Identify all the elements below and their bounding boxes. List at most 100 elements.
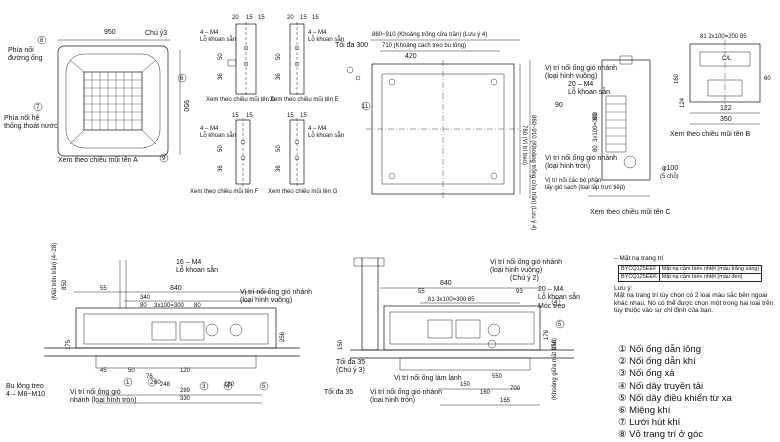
plan-callout-11: 11 xyxy=(362,104,369,110)
svg-text:3x100=300: 3x100=300 xyxy=(154,303,185,309)
table-cell: BYCQ125EEF xyxy=(618,264,660,274)
note-text: Mặt nạ trang trí tùy chọn có 2 loại màu … xyxy=(614,292,774,315)
front-left-callout-4: 4 xyxy=(226,384,230,390)
side-grille xyxy=(606,103,626,145)
front-left-248: 248 xyxy=(160,382,171,388)
front-right-160: 160 xyxy=(480,390,491,396)
front-right-view: Vị trí nối ống gió nhánh(loại hình vuông… xyxy=(324,257,580,406)
svg-text:3x100=300: 3x100=300 xyxy=(593,111,599,142)
front-left-50: 50 xyxy=(128,368,135,374)
front-left-330: 330 xyxy=(180,396,191,402)
view-b-cl: C/L xyxy=(722,56,732,62)
legend-item: ④ Nối dây truyền tải xyxy=(618,380,704,392)
front-right-150: 150 xyxy=(338,339,344,350)
plan-dia5: (5 chỗ) xyxy=(660,173,679,180)
svg-text:36: 36 xyxy=(218,165,224,172)
legend-item: ⑤ Nối dây điều khiển từ xa xyxy=(618,392,732,404)
front-right-550: 550 xyxy=(492,374,503,380)
callout-7: 7 xyxy=(36,105,40,111)
view-b-124: 124 xyxy=(680,97,686,108)
plan-branch-square: Vị trí nối ống gió nhánh(loại hình vuông… xyxy=(545,63,617,80)
view-d-hole: Lỗ khoan sẵn xyxy=(200,36,236,43)
svg-text:840: 840 xyxy=(170,285,182,292)
svg-text:15: 15 xyxy=(246,15,253,21)
svg-text:50: 50 xyxy=(276,145,282,152)
plan-view: 860~910 (Khoảng trống cửa trần) (Lưu ý 4… xyxy=(335,31,679,230)
svg-text:15: 15 xyxy=(232,113,239,119)
front-right-hole: Lỗ khoan sẵn xyxy=(538,292,580,301)
callout-9: 9 xyxy=(162,156,166,162)
svg-text:15: 15 xyxy=(312,15,319,21)
dim-950-side: 950 xyxy=(182,100,189,112)
legend-item: ③ Nối ống xả xyxy=(618,368,675,380)
caption-view-f: Xem theo chiều mũi tên F xyxy=(190,189,259,195)
front-left-callout-1: 1 xyxy=(126,380,130,386)
caption-view-g: Xem theo chiều mũi tên G xyxy=(268,189,338,195)
legend: ① Nối ống dẫn lỏng ② Nối ống dẫn khí ③ N… xyxy=(618,344,732,442)
svg-text:50: 50 xyxy=(218,53,224,60)
svg-text:15: 15 xyxy=(258,15,265,21)
front-right-branch-square: Vị trí nối ống gió nhánh(loại hình vuông… xyxy=(490,257,562,274)
caption-view-a: Xem theo chiều mũi tên A xyxy=(58,155,138,164)
svg-text:15: 15 xyxy=(300,113,307,119)
svg-text:36: 36 xyxy=(276,73,282,80)
view-g-hole: Lỗ khoan sẵn xyxy=(308,132,344,139)
legend-item: ② Nối ống dẫn khí xyxy=(618,356,696,368)
front-left-bolt: 16 – M4 xyxy=(176,259,201,266)
front-left-289: 289 xyxy=(180,388,191,394)
svg-text:36: 36 xyxy=(276,165,282,172)
svg-text:15: 15 xyxy=(246,113,253,119)
svg-text:80: 80 xyxy=(194,303,201,309)
front-right-callout-4: 4 xyxy=(554,300,558,306)
table-cell: Mặt nạ cảm biến nhiệt (màu trắng sáng) xyxy=(658,264,763,274)
svg-text:80: 80 xyxy=(593,145,599,152)
svg-text:80: 80 xyxy=(593,113,599,120)
front-left-height: (Mặt trên trần) (4~28) xyxy=(52,243,58,300)
front-right-drain: Vị trí nối ống làm lạnh xyxy=(394,373,462,382)
callout-8: 8 xyxy=(40,38,44,44)
legend-item: ⑧ Vỏ trang trí ở góc xyxy=(618,429,703,441)
svg-text:81 3x100=300 85: 81 3x100=300 85 xyxy=(428,297,475,303)
plan-hole: Lỗ khoan sẵn xyxy=(568,87,610,96)
front-left-256: 256 xyxy=(280,331,286,342)
plan-420: 420 xyxy=(405,53,417,60)
view-b: 81 2x100=200 85 C/L 122 350 160 124 60 X… xyxy=(670,34,771,138)
caption-view-e: Xem theo chiều mũi tên E xyxy=(270,97,339,103)
front-left-view: 16 – M4 Lỗ khoan sẵn 55 840 340 80 3x100… xyxy=(6,243,312,404)
svg-text:840: 840 xyxy=(440,280,452,287)
notes-block: – Mặt nạ trang trí BYCQ125EEF Mặt nạ cảm… xyxy=(614,255,774,315)
suction-grille xyxy=(84,72,142,130)
svg-text:50: 50 xyxy=(218,145,224,152)
plan-bolt-20: 20 – M4 xyxy=(568,81,593,88)
panel-header: – Mặt nạ trang trí xyxy=(614,255,664,262)
front-right-256: 256 xyxy=(552,339,558,350)
svg-text:20: 20 xyxy=(287,15,294,21)
front-right-bolt: 20 – M4 xyxy=(538,286,563,293)
svg-text:36: 36 xyxy=(218,73,224,80)
front-left-180: 180 xyxy=(224,382,235,388)
legend-item: ⑦ Lưới hút khí xyxy=(618,417,681,429)
view-b-60: 60 xyxy=(764,76,771,82)
front-right-ceiling: (Khoảng giữa mặt trần) xyxy=(552,338,558,400)
table-cell: BYCQ125EEK xyxy=(618,272,660,282)
view-e-hole: Lỗ khoan sẵn xyxy=(308,36,344,43)
svg-text:55: 55 xyxy=(418,289,425,295)
view-g-bolt: 4 – M4 xyxy=(308,126,327,132)
table-cell: Mặt nạ cảm biến nhiệt (màu đen) xyxy=(658,272,763,282)
legend-item: ⑥ Miệng khí xyxy=(618,405,671,417)
dim-950-top: 950 xyxy=(104,29,116,36)
callout-6: 6 xyxy=(180,76,184,82)
front-right-176: 176 xyxy=(544,329,550,340)
front-left-callout-2: 2 xyxy=(150,380,154,386)
front-left-branch-square: Vị trí nối ống gió nhánh(loại hình vuông… xyxy=(240,287,312,304)
front-left-60: 60 xyxy=(154,380,161,386)
